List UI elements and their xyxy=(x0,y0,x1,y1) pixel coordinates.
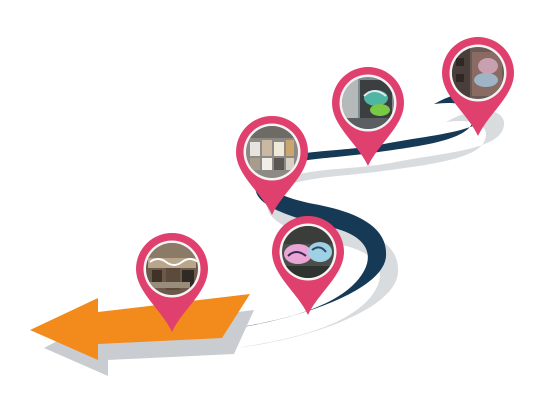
pin-2-photo xyxy=(282,226,334,278)
pin-5-photo xyxy=(452,47,504,99)
pin-3-photo xyxy=(246,126,298,178)
location-pin-4[interactable] xyxy=(332,67,404,166)
direction-arrow xyxy=(30,294,250,360)
location-pin-5[interactable] xyxy=(442,37,514,136)
road-path xyxy=(222,92,493,331)
road-shadow xyxy=(236,110,505,349)
pin-4-photo xyxy=(342,77,394,129)
location-pin-2[interactable] xyxy=(271,215,345,315)
pin-1-photo xyxy=(146,243,198,295)
location-pin-1[interactable] xyxy=(135,232,208,332)
location-pin-3[interactable] xyxy=(235,115,308,215)
